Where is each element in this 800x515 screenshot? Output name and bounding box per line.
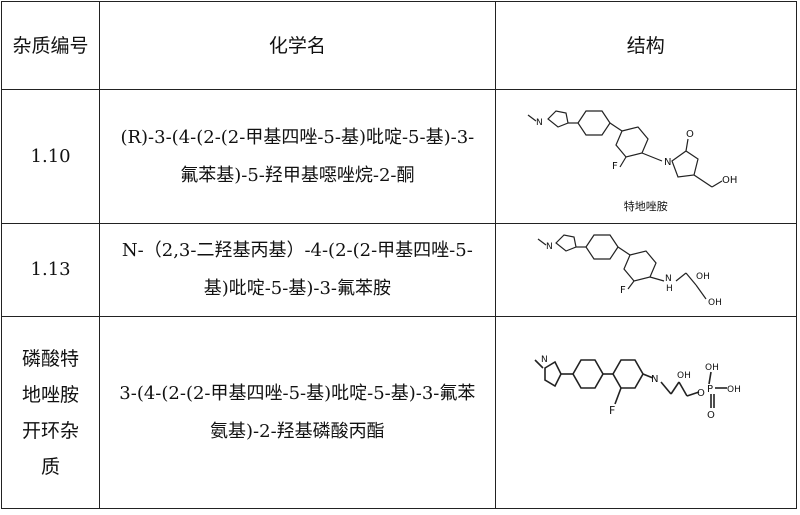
atom-label-oh: OH (677, 371, 691, 381)
impurity-id: 1.10 (30, 145, 71, 167)
table-row: 1.10 (R)-3-(4-(2-(2-甲基四唑-5-基)吡啶-5-基)-3-氟… (0, 89, 798, 224)
chemical-name: 3-(4-(2-(2-甲基四唑-5-基)吡啶-5-基)-3-氟苯氨基)-2-羟基… (119, 382, 476, 442)
header-impurity-id-text: 杂质编号 (12, 34, 89, 57)
atom-label-n: N (541, 355, 548, 365)
atom-label-h: H (666, 284, 673, 294)
impurity-id-cell: 1.13 (0, 223, 101, 317)
impurity-id-cell: 磷酸特地唑胺开环杂质 (0, 316, 101, 509)
structure-cell: N F N H OH OH (494, 223, 798, 317)
atom-label-o: O (686, 129, 694, 140)
impurity-id: 磷酸特地唑胺开环杂质 (22, 347, 80, 478)
header-impurity-id: 杂质编号 (0, 1, 101, 90)
atom-label-n: N (536, 118, 543, 128)
chemical-name: N-（2,3-二羟基丙基）-4-(2-(2-甲基四唑-5-基)吡啶-5-基)-3… (121, 240, 473, 299)
atom-label-n2: N (665, 274, 672, 284)
atom-label-n: N (546, 242, 553, 252)
atom-label-n2: N (651, 374, 658, 385)
table-row: 1.13 N-（2,3-二羟基丙基）-4-(2-(2-甲基四唑-5-基)吡啶-5… (0, 223, 798, 317)
atom-label-o2: O (707, 410, 715, 421)
structure-cell: N F N O OH 特地唑胺 (494, 89, 798, 224)
atom-label-o: O (697, 388, 705, 399)
atom-label-oh: OH (722, 175, 737, 186)
structure-caption: 特地唑胺 (623, 200, 668, 213)
atom-label-oh2: OH (705, 363, 719, 373)
chemical-name-cell: (R)-3-(4-(2-(2-甲基四唑-5-基)吡啶-5-基)-3-氟苯基)-5… (99, 89, 496, 224)
impurity-id: 1.13 (30, 259, 71, 280)
atom-label-f: F (620, 285, 626, 296)
header-structure: 结构 (494, 1, 798, 90)
table-row: 磷酸特地唑胺开环杂质 3-(4-(2-(2-甲基四唑-5-基)吡啶-5-基)-3… (0, 316, 798, 509)
phosphate-ring-opened-structure-icon: N F N OH O P OH OH O (534, 355, 741, 421)
chemical-name: (R)-3-(4-(2-(2-甲基四唑-5-基)吡啶-5-基)-3-氟苯基)-5… (120, 126, 475, 186)
header-row: 杂质编号 化学名 结构 (0, 1, 798, 90)
impurity-id-cell: 1.10 (0, 89, 101, 224)
atom-label-oh2: OH (708, 298, 722, 308)
atom-label-oh: OH (696, 272, 710, 282)
atom-label-oh3: OH (727, 385, 741, 395)
atom-label-p: P (707, 384, 713, 395)
atom-label-f: F (612, 161, 618, 172)
header-structure-text: 结构 (626, 34, 665, 57)
atom-label-f: F (609, 404, 615, 417)
chemical-name-cell: 3-(4-(2-(2-甲基四唑-5-基)吡啶-5-基)-3-氟苯氨基)-2-羟基… (99, 316, 496, 509)
dihydroxypropyl-aniline-structure-icon: N F N H OH OH (537, 234, 722, 308)
atom-label-n2: N (664, 157, 671, 168)
structure-cell: N F N OH O P OH OH O (494, 316, 798, 509)
header-chemical-name-text: 化学名 (268, 34, 326, 57)
chemical-name-cell: N-（2,3-二羟基丙基）-4-(2-(2-甲基四唑-5-基)吡啶-5-基)-3… (99, 223, 496, 317)
header-chemical-name: 化学名 (99, 1, 496, 90)
tedizolid-structure-icon: N F N O OH (527, 110, 737, 188)
